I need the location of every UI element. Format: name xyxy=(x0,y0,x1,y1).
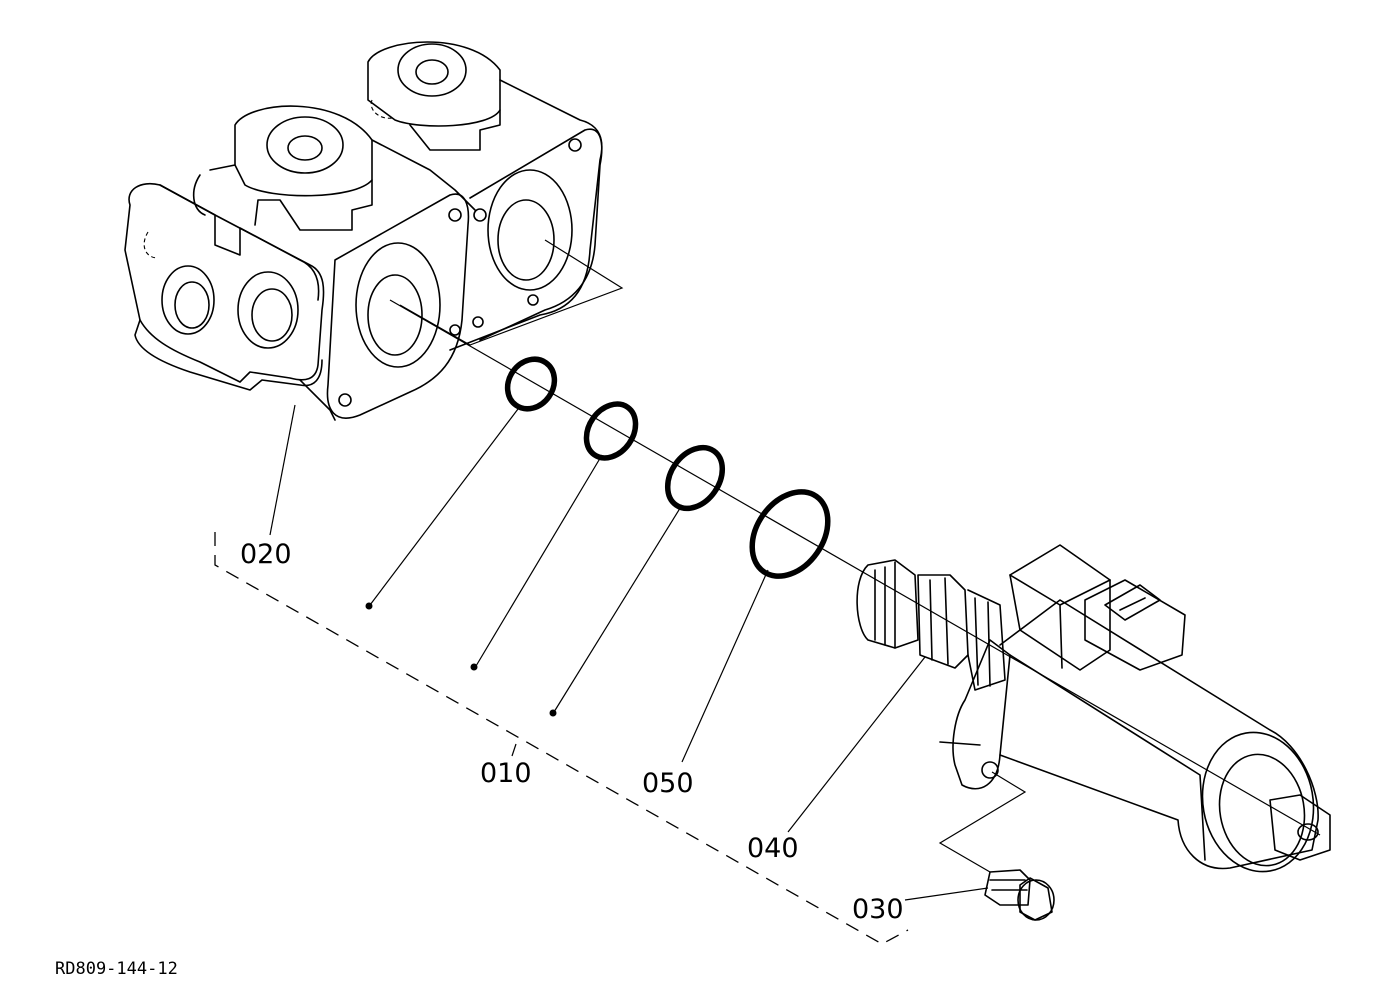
leader-010 xyxy=(511,743,517,757)
assembly-centerline xyxy=(389,299,1321,836)
leader-040 xyxy=(787,656,926,833)
label-040: 040 xyxy=(747,833,799,864)
group-bracket-dashed xyxy=(214,532,909,945)
o-ring-050[interactable] xyxy=(737,477,844,590)
solenoid-valve-040[interactable] xyxy=(856,544,1331,880)
leader-bracket-body xyxy=(399,239,624,346)
leader-020 xyxy=(269,404,296,536)
valve-body-020[interactable] xyxy=(124,41,603,421)
leader-o-ring-2 xyxy=(475,454,603,667)
label-020: 020 xyxy=(240,539,292,570)
leader-o-ring-1 xyxy=(369,404,522,606)
label-030: 030 xyxy=(852,894,904,925)
figure-code: RD809-144-12 xyxy=(55,959,178,979)
leader-dot-1 xyxy=(365,602,373,610)
leader-030 xyxy=(904,887,989,901)
o-ring-2[interactable] xyxy=(576,395,645,468)
leader-bracket-bolt xyxy=(938,771,1027,873)
leader-dot-2 xyxy=(470,663,478,671)
o-ring-3[interactable] xyxy=(656,437,733,519)
leader-dot-3 xyxy=(549,709,557,717)
leader-050 xyxy=(681,569,769,763)
label-010: 010 xyxy=(480,758,532,789)
o-ring-1[interactable] xyxy=(498,350,564,418)
label-050: 050 xyxy=(642,768,694,799)
bolt-030[interactable] xyxy=(984,869,1055,921)
leader-o-ring-3 xyxy=(553,504,683,713)
